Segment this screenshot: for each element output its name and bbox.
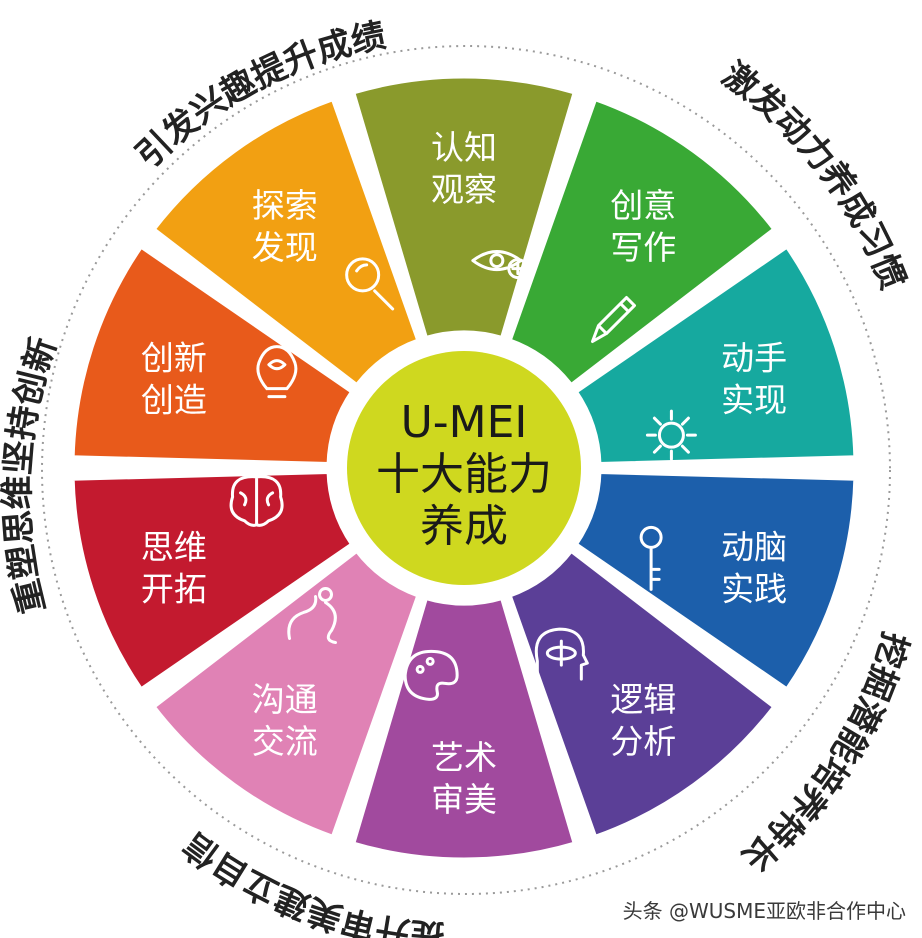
brain-icon	[229, 475, 284, 527]
petal-label-line2: 分析	[610, 722, 676, 761]
petal-label-line2: 创造	[141, 381, 207, 420]
petal-label-line1: 探索	[252, 186, 318, 225]
petal-shape	[69, 469, 356, 693]
petal-label-line1: 思维	[141, 527, 207, 566]
petal-label-line2: 开拓	[141, 569, 207, 608]
petal-label-line2: 审美	[431, 780, 497, 819]
people-icon	[287, 587, 338, 644]
petal-label-line1: 创新	[141, 339, 207, 378]
pencil-icon	[590, 296, 636, 344]
gear-icon	[645, 409, 697, 461]
petal-label-line2: 写作	[610, 228, 676, 267]
palette-icon	[403, 649, 459, 701]
petal-label-line1: 艺术	[431, 738, 497, 777]
petal-label-line2: 实践	[721, 569, 787, 608]
ring-label-right: 激发动力养成习惯	[715, 55, 913, 295]
petal-shape	[350, 73, 578, 342]
center-line3: 养成	[420, 501, 508, 552]
petal-label-line1: 认知	[431, 128, 497, 167]
petal-shape	[572, 243, 859, 467]
petals-layer: 认知观察创意写作动手实现动脑实践逻辑分析艺术审美沟通交流思维开拓创新创造探索发现	[69, 73, 859, 863]
petal-shape	[150, 547, 422, 841]
center-line2: 十大能力	[376, 449, 552, 500]
footer-watermark: 头条 @WUSME亚欧非合作中心	[622, 899, 906, 923]
center-line1: U-MEI	[401, 397, 528, 448]
petal-shape	[572, 469, 859, 693]
petal-shape	[150, 95, 422, 389]
petal-label-line2: 实现	[721, 381, 787, 420]
petal-label-line1: 动手	[721, 339, 787, 378]
petal-label-line1: 动脑	[721, 527, 787, 566]
petal-shape	[506, 95, 778, 389]
petal-label-line2: 发现	[252, 228, 318, 267]
eye-plus-icon	[471, 250, 529, 280]
bulb-icon	[256, 345, 298, 399]
petal-label-line1: 逻辑	[610, 680, 676, 719]
petal-shape	[506, 547, 778, 841]
center-disc	[347, 351, 581, 585]
key-icon	[639, 525, 663, 591]
petal-label-line2: 观察	[431, 170, 497, 209]
dotted-ring	[41, 45, 891, 895]
magnifier-icon	[345, 257, 395, 311]
petal-label-line1: 创意	[610, 186, 676, 225]
petal-label-line1: 沟通	[252, 680, 318, 719]
petal-shape	[69, 243, 356, 467]
petal-label-line2: 交流	[252, 722, 318, 761]
atom-head-icon	[534, 627, 589, 681]
